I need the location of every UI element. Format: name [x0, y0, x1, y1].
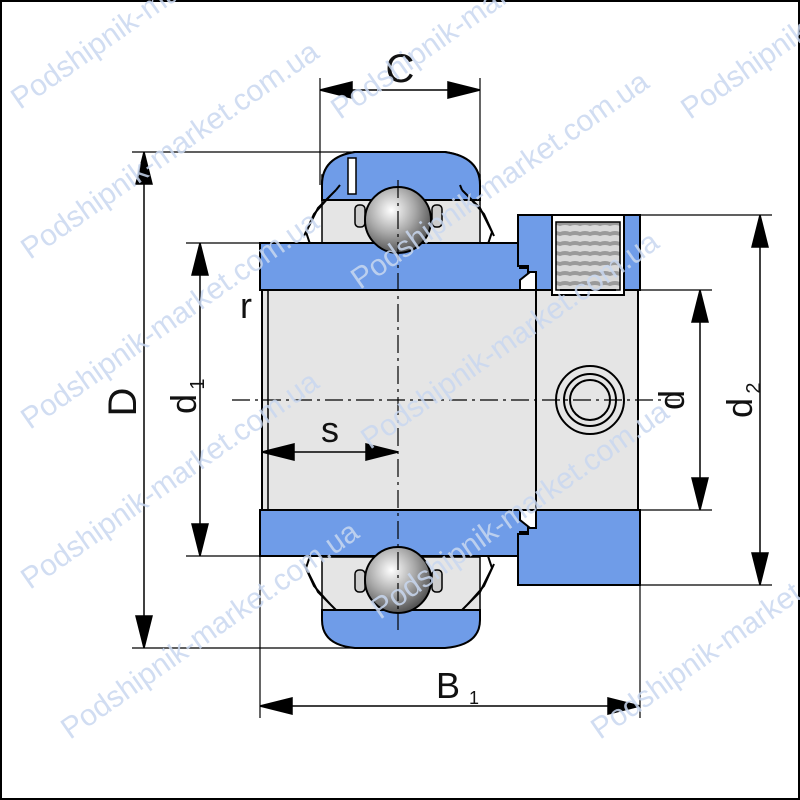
seal-top-left [303, 184, 341, 245]
cage-tab-tr [431, 204, 443, 228]
label-d2: d [719, 398, 760, 418]
center-lines [232, 180, 680, 630]
cage-tab-bl [354, 569, 366, 593]
label-c: C [386, 47, 415, 91]
label-b1-sub: 1 [469, 688, 479, 708]
label-d: d [651, 390, 692, 410]
set-screw [551, 214, 625, 296]
label-d1: d [163, 394, 204, 414]
outer-ring-bottom [321, 609, 481, 649]
label-d1-sub: 1 [187, 378, 209, 389]
label-d2-group: d 2 [719, 382, 765, 418]
label-b1: B [436, 665, 460, 706]
label-s: s [321, 409, 339, 450]
cage-tab-br [431, 569, 443, 593]
dimension-arrows [135, 81, 769, 715]
collar-bottom [517, 509, 641, 586]
label-d1-group: d 1 [163, 378, 209, 414]
outer-ring-slot [347, 157, 357, 195]
label-d2-sub: 2 [743, 382, 765, 393]
seal-bottom-left [303, 555, 337, 611]
seal-top-right [459, 184, 495, 245]
extension-lines [132, 78, 772, 718]
label-r: r [240, 285, 252, 326]
label-D: D [101, 388, 145, 417]
cage-tab-tl [354, 204, 366, 228]
seal-bottom-right [461, 555, 495, 611]
